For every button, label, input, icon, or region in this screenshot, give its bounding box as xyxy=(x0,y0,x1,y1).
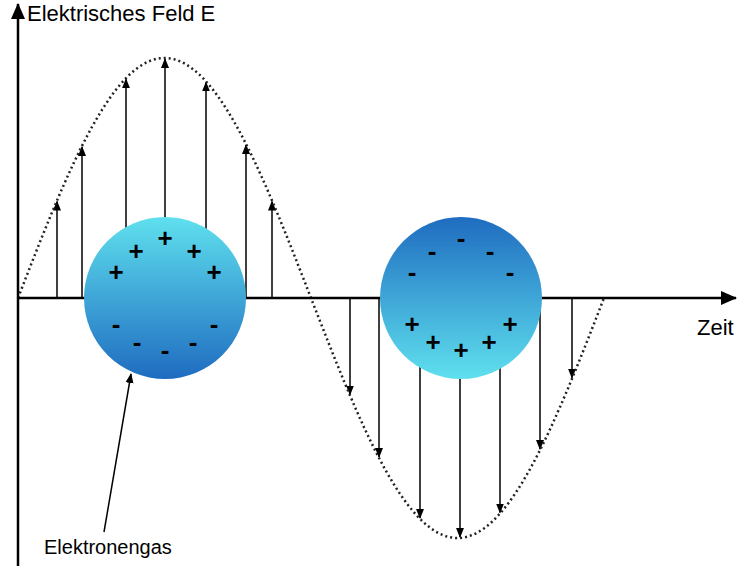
charge-sign: - xyxy=(506,259,515,285)
callout-label: Elektronengas xyxy=(44,536,172,558)
charge-sign: - xyxy=(486,238,495,264)
axis-label: Elektrisches Feld E xyxy=(27,2,215,26)
electron-sphere: +++++----- xyxy=(83,216,247,380)
axis-label: Zeit xyxy=(697,316,734,340)
electron-sphere: -----+++++ xyxy=(379,216,543,380)
charge-sign: + xyxy=(481,329,496,355)
charge-sign: + xyxy=(157,225,172,251)
field-arrow xyxy=(245,145,247,298)
charge-sign: + xyxy=(108,259,123,285)
field-arrow xyxy=(81,147,83,298)
field-arrow xyxy=(378,298,380,457)
charge-sign: + xyxy=(206,259,221,285)
charge-sign: - xyxy=(408,259,417,285)
field-arrow xyxy=(56,202,58,299)
field-arrow xyxy=(571,298,573,378)
charge-sign: + xyxy=(186,238,201,264)
charge-sign: + xyxy=(128,238,143,264)
charge-sign: + xyxy=(502,311,517,337)
leader-line xyxy=(104,374,131,532)
charge-sign: + xyxy=(453,337,468,363)
charge-sign: - xyxy=(189,329,198,355)
field-arrow xyxy=(539,298,541,449)
charge-sign: - xyxy=(428,238,437,264)
field-axis xyxy=(17,4,20,566)
charge-sign: + xyxy=(404,311,419,337)
charge-sign: - xyxy=(161,337,170,363)
field-arrow xyxy=(349,298,351,395)
charge-sign: - xyxy=(210,311,219,337)
charge-sign: - xyxy=(133,329,142,355)
charge-sign: + xyxy=(425,329,440,355)
field-arrow xyxy=(271,202,273,299)
charge-sign: - xyxy=(457,225,466,251)
charge-sign: - xyxy=(112,311,121,337)
